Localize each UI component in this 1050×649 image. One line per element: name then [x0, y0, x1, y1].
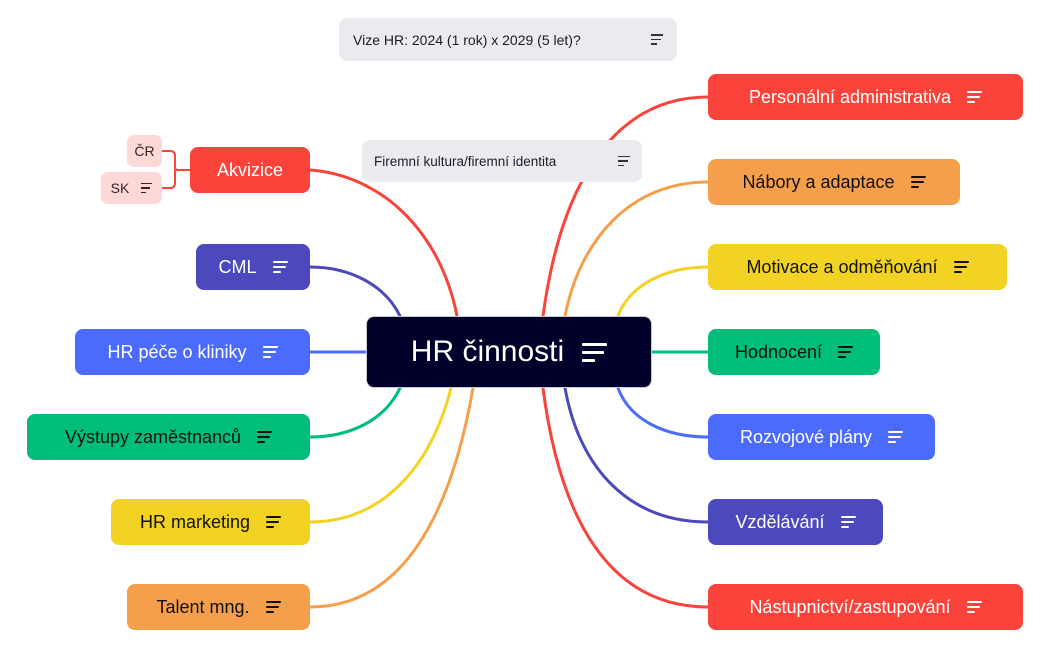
- notes-icon[interactable]: [582, 342, 608, 362]
- topic-label: HR marketing: [139, 511, 251, 532]
- topic-label: Nábory a adaptace: [742, 171, 895, 192]
- link-cml: [308, 265, 402, 318]
- topic-label: CML: [218, 256, 257, 277]
- notes-icon[interactable]: [141, 182, 153, 194]
- link-hr-marketing: [308, 386, 453, 524]
- link-motivace: [616, 265, 710, 318]
- note-label: Vize HR: 2024 (1 rok) x 2029 (5 let)?: [353, 31, 581, 48]
- topic-personalni-administrativa[interactable]: Personální administrativa: [708, 74, 1023, 120]
- link-nastupnictvi: [541, 386, 710, 609]
- link-akvizice: [308, 168, 459, 318]
- notes-icon[interactable]: [910, 176, 926, 188]
- notes-icon[interactable]: [262, 346, 278, 358]
- note-label: Firemní kultura/firemní identita: [374, 153, 557, 169]
- note-vize-hr[interactable]: Vize HR: 2024 (1 rok) x 2029 (5 let)?: [339, 18, 677, 61]
- topic-akvizice[interactable]: Akvizice: [190, 147, 310, 193]
- topic-nastupnictvi-zastupovani[interactable]: Nástupnictví/zastupování: [708, 584, 1023, 630]
- notes-icon[interactable]: [838, 346, 854, 358]
- notes-icon[interactable]: [618, 155, 630, 167]
- topic-label: Výstupy zaměstnanců: [64, 426, 242, 447]
- notes-icon[interactable]: [257, 431, 273, 443]
- topic-motivace-a-odmenovani[interactable]: Motivace a odměňování: [708, 244, 1007, 290]
- topic-label: Nástupnictví/zastupování: [749, 596, 951, 617]
- topic-vzdelavani[interactable]: Vzdělávání: [708, 499, 883, 545]
- notes-icon[interactable]: [651, 34, 663, 45]
- topic-label: Motivace a odměňování: [746, 256, 938, 277]
- topic-label: Vzdělávání: [735, 511, 825, 532]
- topic-hr-pece-o-kliniky[interactable]: HR péče o kliniky: [75, 329, 310, 375]
- link-sk: [161, 169, 176, 189]
- central-topic-label: HR činnosti: [410, 335, 565, 368]
- topic-hr-marketing[interactable]: HR marketing: [111, 499, 310, 545]
- topic-label: Akvizice: [216, 159, 283, 180]
- link-cr: [161, 150, 191, 171]
- note-firemni-kultura[interactable]: Firemní kultura/firemní identita: [362, 140, 642, 182]
- topic-rozvojove-plany[interactable]: Rozvojové plány: [708, 414, 935, 460]
- subtopic-label: ČR: [134, 143, 155, 159]
- link-rozvojove: [616, 386, 710, 439]
- notes-icon[interactable]: [266, 516, 282, 528]
- notes-icon[interactable]: [888, 431, 904, 443]
- topic-label: Hodnocení: [734, 341, 823, 362]
- link-talent: [308, 386, 475, 609]
- subtopic-sk[interactable]: SK: [101, 172, 162, 204]
- notes-icon[interactable]: [966, 601, 982, 613]
- link-vzdelavani: [563, 386, 710, 524]
- notes-icon[interactable]: [840, 516, 856, 528]
- notes-icon[interactable]: [265, 601, 281, 613]
- topic-talent-mng[interactable]: Talent mng.: [127, 584, 310, 630]
- link-personalni: [541, 95, 710, 318]
- central-topic[interactable]: HR činnosti: [366, 316, 652, 388]
- topic-vystupy-zamestnancu[interactable]: Výstupy zaměstnanců: [27, 414, 310, 460]
- notes-icon[interactable]: [953, 261, 969, 273]
- topic-label: Rozvojové plány: [739, 426, 873, 447]
- notes-icon[interactable]: [967, 91, 983, 103]
- topic-label: Talent mng.: [156, 596, 250, 617]
- topic-cml[interactable]: CML: [196, 244, 310, 290]
- topic-label: HR péče o kliniky: [107, 341, 247, 362]
- topic-label: Personální administrativa: [748, 86, 952, 107]
- topic-nabory-a-adaptace[interactable]: Nábory a adaptace: [708, 159, 960, 205]
- subtopic-label: SK: [110, 180, 130, 196]
- notes-icon[interactable]: [272, 261, 288, 273]
- link-vystupy: [308, 386, 402, 439]
- topic-hodnoceni[interactable]: Hodnocení: [708, 329, 880, 375]
- link-nabory: [563, 180, 710, 318]
- subtopic-cr[interactable]: ČR: [127, 135, 162, 167]
